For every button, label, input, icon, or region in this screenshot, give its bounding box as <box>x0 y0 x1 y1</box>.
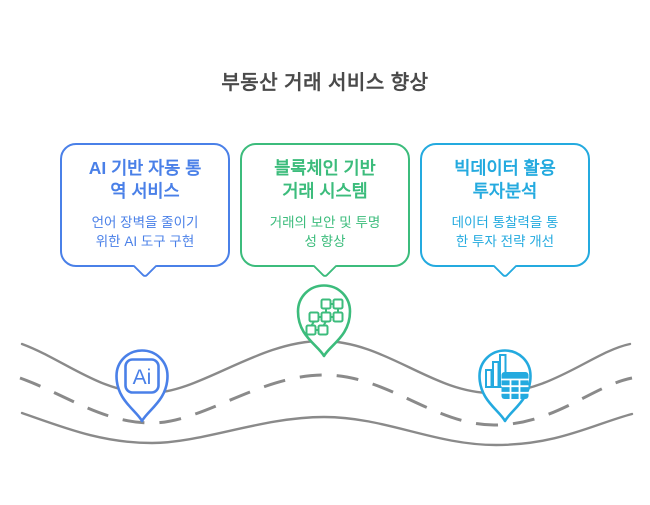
ai-pin: Ai <box>115 349 169 423</box>
pin-outline <box>296 284 352 358</box>
card-subtitle-line: 성 향상 <box>304 234 346 250</box>
card-title-line: AI 기반 자동 통 <box>88 158 202 178</box>
card-subtitle: 데이터 통찰력을 통 한 투자 전략 개선 <box>422 213 588 251</box>
road-center-dashed-line <box>19 373 633 427</box>
bigdata-pin <box>478 349 532 423</box>
card-subtitle-line: 거래의 보안 및 투명 <box>269 215 381 231</box>
card-title: 빅데이터 활용 투자분석 <box>422 157 588 203</box>
card-title-line: 거래 시스템 <box>282 181 368 202</box>
card-ai-translation: AI 기반 자동 통 역 서비스 언어 장벽을 줄이기 위한 AI 도구 구현 <box>60 143 230 267</box>
bar-chart-table-icon <box>485 354 529 399</box>
card-title-line: 빅데이터 활용 <box>454 158 556 178</box>
ai-badge-icon: Ai <box>124 358 160 394</box>
card-subtitle: 거래의 보안 및 투명 성 향상 <box>242 213 408 251</box>
card-bigdata: 빅데이터 활용 투자분석 데이터 통찰력을 통 한 투자 전략 개선 <box>420 143 590 267</box>
card-blockchain: 블록체인 기반 거래 시스템 거래의 보안 및 투명 성 향상 <box>240 143 410 267</box>
card-title-line: 역 서비스 <box>110 181 180 202</box>
wavy-road <box>19 339 634 447</box>
ai-pin-label: Ai <box>133 366 152 389</box>
card-subtitle: 언어 장벽을 줄이기 위한 AI 도구 구현 <box>62 213 228 251</box>
card-subtitle-line: 위한 AI 도구 구현 <box>95 234 195 250</box>
blockchain-icon <box>305 298 344 336</box>
card-title-line: 블록체인 기반 <box>274 158 376 178</box>
card-subtitle-line: 한 투자 전략 개선 <box>455 234 555 250</box>
pin-outline <box>115 349 169 423</box>
blockchain-pin <box>296 284 352 358</box>
road-top-edge <box>20 339 632 395</box>
road-bottom-edge <box>20 411 634 447</box>
pin-outline <box>478 349 532 423</box>
page-title: 부동산 거래 서비스 향상 <box>221 72 429 94</box>
card-subtitle-line: 언어 장벽을 줄이기 <box>91 215 199 231</box>
card-title: 블록체인 기반 거래 시스템 <box>242 157 408 203</box>
card-subtitle-line: 데이터 통찰력을 통 <box>451 215 559 231</box>
card-title: AI 기반 자동 통 역 서비스 <box>62 157 228 203</box>
card-title-line: 투자분석 <box>472 181 538 202</box>
